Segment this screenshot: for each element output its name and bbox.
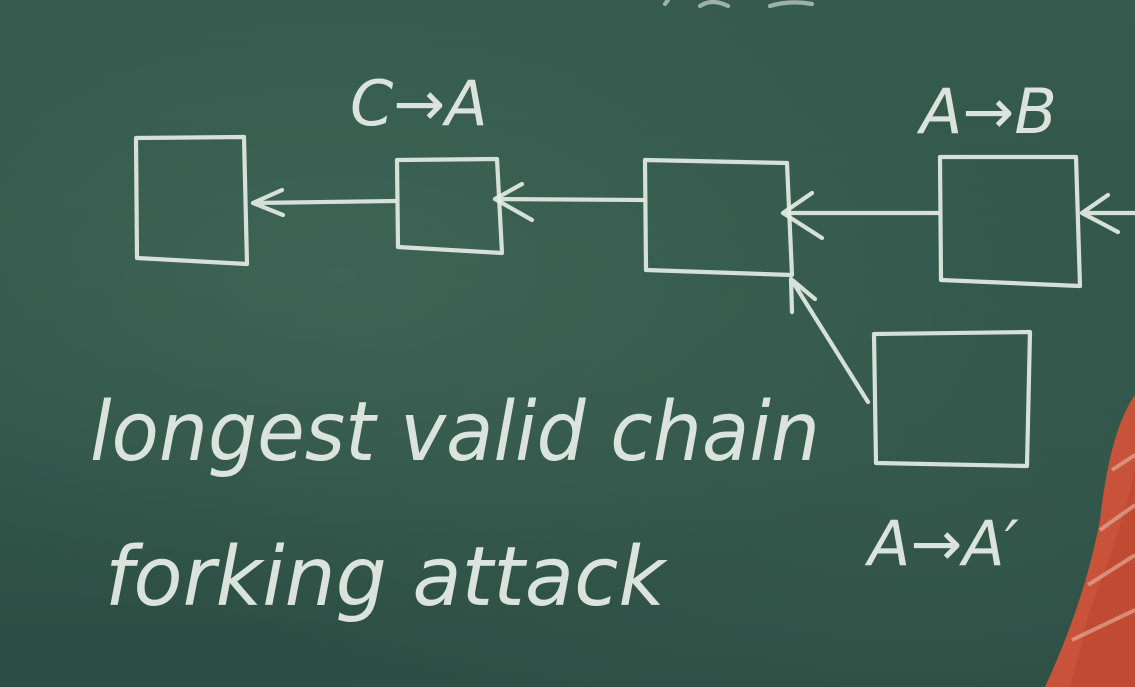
label-c-to-a: C→A xyxy=(350,67,488,140)
line-longest-valid-chain: longest valid chain xyxy=(90,385,820,480)
line-forking-attack: forking attack xyxy=(105,530,668,625)
block-3 xyxy=(642,157,795,278)
arrow-block4-to-block3 xyxy=(780,190,941,241)
label-a-to-b: A→B xyxy=(916,75,1057,148)
block-1 xyxy=(133,134,250,267)
lecturer-sleeve xyxy=(1045,395,1135,687)
fork-block xyxy=(871,329,1033,469)
block-4 xyxy=(937,154,1083,289)
arrow-incoming-to-block4 xyxy=(1079,192,1135,235)
arrow-fork-to-block3 xyxy=(788,276,871,405)
arrow-block2-to-block1 xyxy=(250,187,398,218)
block-2 xyxy=(394,156,505,256)
cut-off-writing xyxy=(662,0,815,9)
arrow-block3-to-block2 xyxy=(492,181,646,223)
label-a-to-a-prime: A→A′ xyxy=(864,507,1019,580)
